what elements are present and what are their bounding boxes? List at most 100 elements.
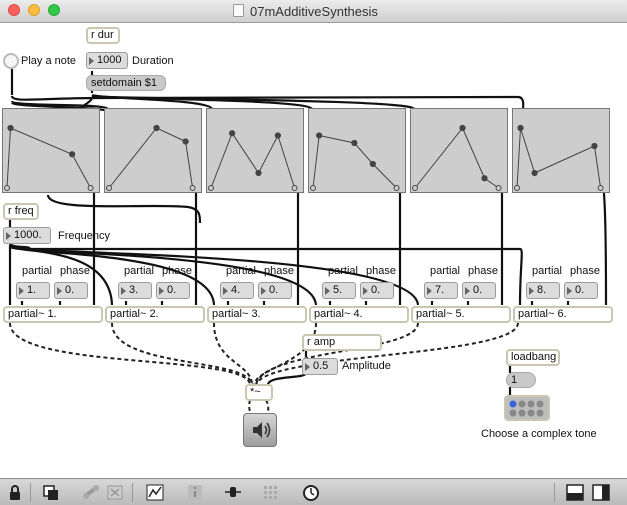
envelope-breakpoint[interactable]	[208, 185, 214, 191]
envelope-breakpoint[interactable]	[255, 169, 262, 177]
partial-label-2: partial	[124, 265, 154, 277]
receive-freq-object[interactable]: r freq	[3, 203, 39, 220]
envelope-breakpoint[interactable]	[310, 185, 316, 191]
envelope-breakpoint[interactable]	[495, 185, 502, 191]
envelope-breakpoint[interactable]	[316, 132, 323, 139]
envelope-breakpoint[interactable]	[369, 160, 376, 168]
function-editor-5[interactable]	[410, 108, 508, 193]
partial-label-6: partial	[532, 265, 562, 277]
partial-object-6[interactable]: partial~ 6.	[513, 306, 613, 323]
play-toggle[interactable]	[3, 53, 19, 69]
slider-icon[interactable]	[224, 484, 242, 501]
amplitude-numbox[interactable]: 0.5	[302, 358, 338, 375]
preset-slots	[509, 400, 544, 417]
phase-label-3: phase	[264, 265, 294, 277]
phase-numbox-1[interactable]: 0.	[54, 282, 88, 299]
envelope-breakpoint[interactable]	[7, 124, 14, 132]
partial-object-4[interactable]: partial~ 4.	[309, 306, 409, 323]
partial-numbox-2[interactable]: 3.	[118, 282, 152, 299]
zoom-window-button[interactable]	[48, 4, 60, 16]
phase-label-2: phase	[162, 265, 192, 277]
receive-dur-object[interactable]: r dur	[86, 27, 120, 44]
envelope-line	[6, 127, 92, 189]
title-bar: 07mAdditiveSynthesis	[0, 0, 627, 23]
envelope-breakpoint[interactable]	[412, 185, 418, 191]
partial-object-3[interactable]: partial~ 3.	[207, 306, 307, 323]
toolbar-separator	[132, 483, 133, 502]
envelope-breakpoint[interactable]	[229, 130, 236, 137]
function-editor-1[interactable]	[2, 108, 100, 193]
partial-label-3: partial	[226, 265, 256, 277]
bottom-toolbar	[0, 478, 627, 505]
envelope-breakpoint[interactable]	[182, 138, 189, 145]
duration-label: Duration	[132, 55, 174, 67]
phase-label-5: phase	[468, 265, 498, 277]
envelope-breakpoint[interactable]	[69, 151, 76, 158]
preset-object[interactable]	[504, 395, 550, 421]
duration-numbox[interactable]: 1000	[86, 52, 128, 69]
envelope-breakpoint[interactable]	[591, 142, 598, 150]
speaker-icon	[253, 422, 271, 438]
phase-numbox-4[interactable]: 0.	[360, 282, 394, 299]
envelope-breakpoint[interactable]	[153, 124, 160, 132]
info-icon[interactable]	[186, 484, 204, 501]
speaker-dac-button[interactable]	[243, 413, 277, 447]
receive-amp-object[interactable]: r amp	[302, 334, 382, 351]
partial-object-1[interactable]: partial~ 1.	[3, 306, 103, 323]
clock-icon[interactable]	[302, 484, 320, 501]
sidebar-right-icon[interactable]	[592, 484, 610, 501]
partial-object-5[interactable]: partial~ 5.	[411, 306, 511, 323]
envelope-breakpoint[interactable]	[189, 185, 196, 191]
phase-label-4: phase	[366, 265, 396, 277]
envelope-breakpoint[interactable]	[4, 185, 10, 191]
function-editor-4[interactable]	[308, 108, 406, 193]
envelope-breakpoint[interactable]	[106, 185, 112, 191]
envelope-breakpoint[interactable]	[393, 185, 400, 191]
envelope-breakpoint[interactable]	[274, 132, 281, 139]
loadbang-value-message[interactable]: 1	[506, 372, 536, 388]
link-icon[interactable]	[82, 484, 100, 501]
setdomain-message[interactable]: setdomain $1	[86, 75, 166, 91]
document-icon	[233, 4, 244, 17]
partial-object-2[interactable]: partial~ 2.	[105, 306, 205, 323]
function-editor-2[interactable]	[104, 108, 202, 193]
envelope-line	[414, 127, 499, 189]
loadbang-object[interactable]: loadbang	[506, 349, 560, 366]
partial-numbox-6[interactable]: 8.	[526, 282, 560, 299]
envelope-breakpoint[interactable]	[459, 124, 466, 132]
partial-label-5: partial	[430, 265, 460, 277]
phase-numbox-3[interactable]: 0.	[258, 282, 292, 299]
phase-label-6: phase	[570, 265, 600, 277]
phase-numbox-2[interactable]: 0.	[156, 282, 190, 299]
close-icon[interactable]	[106, 484, 124, 501]
envelope-breakpoint[interactable]	[291, 185, 298, 191]
minimize-window-button[interactable]	[28, 4, 40, 16]
envelope-breakpoint[interactable]	[531, 169, 538, 177]
envelope-line	[108, 127, 194, 189]
partial-numbox-3[interactable]: 4.	[220, 282, 254, 299]
envelope-breakpoint[interactable]	[597, 185, 604, 191]
phase-numbox-6[interactable]: 0.	[564, 282, 598, 299]
envelope-breakpoint[interactable]	[87, 185, 94, 191]
partial-numbox-5[interactable]: 7.	[424, 282, 458, 299]
function-editor-6[interactable]	[512, 108, 610, 193]
partial-numbox-1[interactable]: 1.	[16, 282, 50, 299]
patcher-canvas[interactable]: Play a note r dur 1000 Duration setdomai…	[0, 23, 627, 478]
chart-icon[interactable]	[146, 484, 164, 501]
envelope-breakpoint[interactable]	[351, 139, 358, 147]
envelope-breakpoint[interactable]	[514, 185, 520, 191]
function-editor-3[interactable]	[206, 108, 304, 193]
multiply-signal-object[interactable]: *~	[245, 384, 273, 401]
envelope-breakpoint[interactable]	[481, 175, 488, 182]
envelope-breakpoint[interactable]	[517, 124, 524, 132]
toolbar-separator	[554, 483, 555, 502]
sidebar-left-icon[interactable]	[566, 484, 584, 501]
frequency-numbox[interactable]: 1000.	[3, 227, 51, 244]
lock-icon[interactable]	[6, 484, 24, 501]
partial-numbox-4[interactable]: 5.	[322, 282, 356, 299]
presentation-icon[interactable]	[42, 484, 60, 501]
close-window-button[interactable]	[8, 4, 20, 16]
phase-numbox-5[interactable]: 0.	[462, 282, 496, 299]
grid-icon[interactable]	[262, 484, 280, 501]
envelope-line	[516, 127, 602, 189]
